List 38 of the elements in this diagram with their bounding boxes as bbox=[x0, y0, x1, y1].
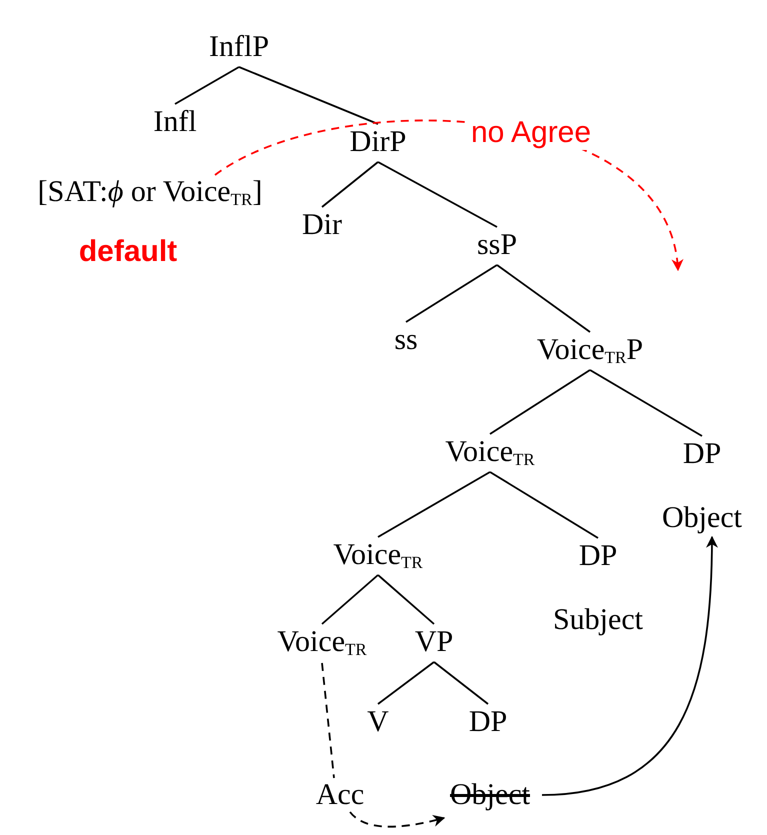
dashed-line bbox=[321, 662, 335, 778]
annotation-label: default bbox=[78, 235, 178, 269]
tree-branch bbox=[490, 471, 598, 539]
arrow bbox=[542, 536, 718, 796]
word-label: Object bbox=[662, 501, 742, 535]
tree-branch bbox=[378, 471, 490, 538]
word-label: Subject bbox=[553, 603, 643, 637]
syntax-label: V bbox=[367, 705, 389, 739]
syntax-label: DP bbox=[578, 539, 618, 573]
syntax-label: Voice$_{TR}$P bbox=[536, 333, 644, 367]
syntax-label: Voice$_{TR}$ bbox=[277, 625, 367, 659]
tree-branch bbox=[321, 574, 379, 625]
syntax-label: Acc bbox=[316, 778, 364, 812]
syntax-label: Voice$_{TR}$ bbox=[445, 435, 535, 469]
syntax-label: [SAT:ϕ or Voice$_{TR}$] bbox=[38, 175, 262, 209]
tree-branch bbox=[496, 264, 591, 333]
syntax-label: DP bbox=[468, 705, 508, 739]
tree-branch bbox=[406, 264, 498, 323]
tree-branch bbox=[377, 574, 435, 625]
dashed-arrow bbox=[349, 811, 446, 828]
tree-branch bbox=[433, 661, 489, 705]
syntax-label: DP bbox=[682, 437, 722, 471]
syntax-label: VP bbox=[414, 625, 454, 659]
syntax-label: InflP bbox=[209, 30, 269, 64]
syntax-label: Voice$_{TR}$ bbox=[333, 538, 423, 572]
tree-branch bbox=[490, 369, 590, 435]
tree-branch bbox=[378, 161, 498, 228]
syntax-label: ssP bbox=[476, 228, 518, 262]
tree-branch bbox=[377, 661, 435, 705]
syntax-label: Dir bbox=[302, 208, 342, 242]
syntax-label: ss bbox=[394, 323, 418, 357]
tree-branch bbox=[321, 161, 379, 208]
syntax-label: DirP bbox=[350, 125, 406, 159]
tree-branch bbox=[590, 369, 702, 437]
tree-branch bbox=[174, 66, 240, 105]
syntax-label: Infl bbox=[153, 105, 197, 139]
tree-branch bbox=[238, 66, 378, 125]
syntax-label: Object bbox=[450, 778, 530, 812]
